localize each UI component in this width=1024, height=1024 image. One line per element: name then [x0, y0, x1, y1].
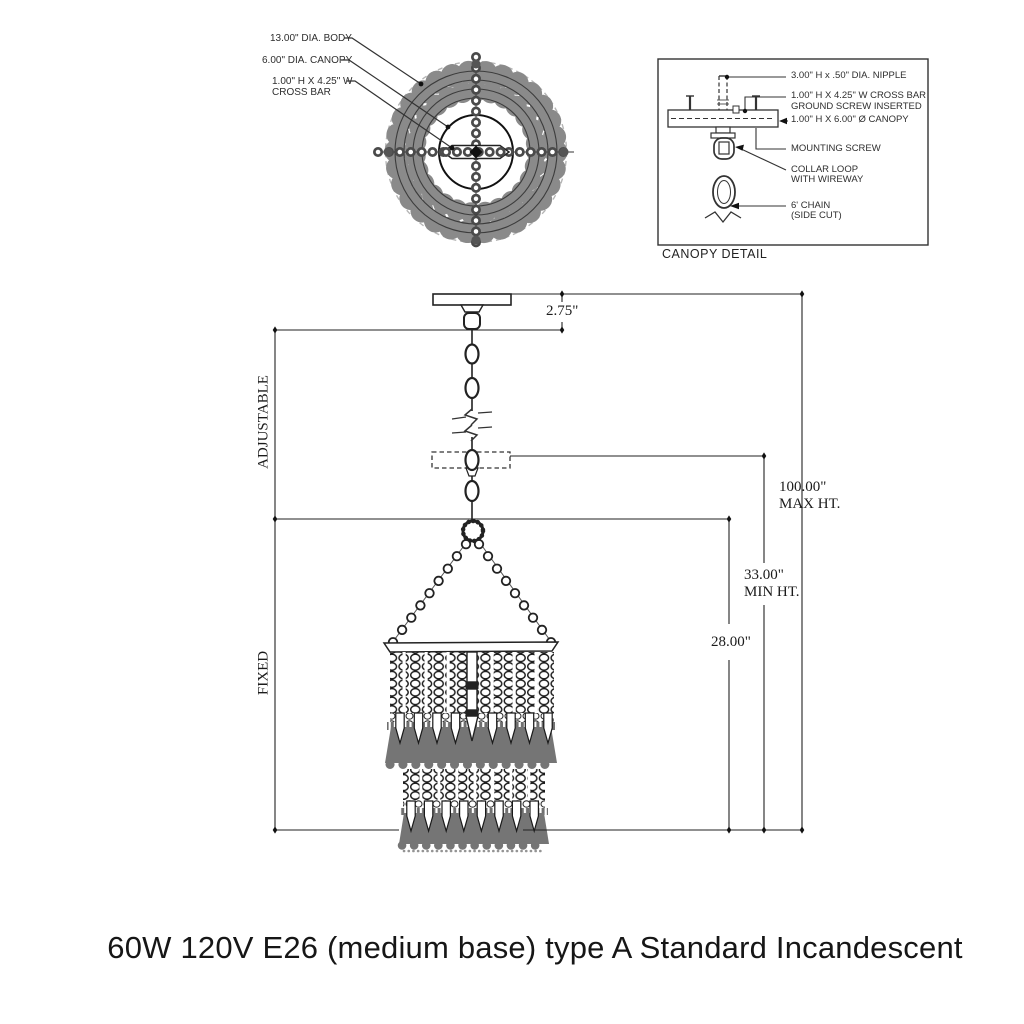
detail-label-mounting-screw: MOUNTING SCREW — [791, 143, 881, 154]
elevation-drawing — [382, 293, 560, 853]
label-crossbar-line1: 1.00" H X 4.25" W — [272, 76, 353, 87]
detail-label-chain-2: (SIDE CUT) — [791, 210, 842, 221]
dim-max-height-label: MAX HT. — [779, 496, 841, 512]
detail-label-crossbar-1: 1.00" H X 4.25" W CROSS BAR — [791, 90, 927, 101]
top-view-drawing — [341, 37, 579, 252]
canopy-detail-title: CANOPY DETAIL — [662, 247, 768, 261]
dim-drop: 2.75" — [546, 303, 579, 319]
dim-fixed-label: FIXED — [255, 650, 272, 696]
dim-fixture-height: 28.00" — [711, 634, 751, 650]
detail-label-chain-1: 6' CHAIN — [791, 200, 831, 211]
dim-adjustable-label: ADJUSTABLE — [255, 375, 272, 469]
detail-label-canopy: 1.00" H X 6.00" Ø CANOPY — [791, 114, 909, 125]
label-canopy-dia: 6.00" DIA. CANOPY — [262, 55, 353, 66]
detail-label-collar-1: COLLAR LOOP — [791, 164, 859, 175]
dim-min-height-label: MIN HT. — [744, 584, 800, 600]
dim-min-height-value: 33.00" — [744, 567, 784, 583]
detail-label-collar-2: WITH WIREWAY — [791, 174, 864, 185]
dim-max-height-value: 100.00" — [779, 479, 827, 495]
detail-label-crossbar-2: GROUND SCREW INSERTED — [791, 101, 922, 112]
bulb-spec-caption: 60W 120V E26 (medium base) type A Standa… — [107, 930, 963, 965]
dimension-lines — [274, 293, 803, 831]
canopy-detail-drawing — [657, 58, 929, 246]
detail-label-nipple: 3.00" H x .50" DIA. NIPPLE — [791, 70, 907, 81]
label-crossbar-line2: CROSS BAR — [272, 87, 331, 98]
label-body-dia: 13.00" DIA. BODY — [270, 33, 352, 44]
